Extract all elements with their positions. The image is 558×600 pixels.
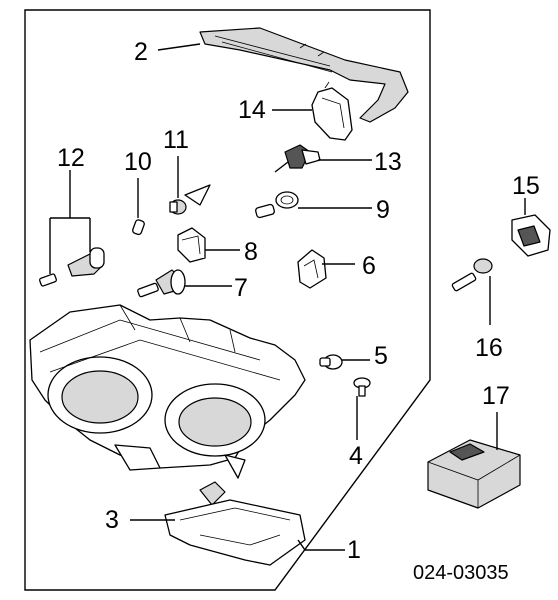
callout-13: 13 bbox=[374, 148, 402, 176]
callout-4: 4 bbox=[349, 442, 363, 470]
callout-8: 8 bbox=[244, 238, 258, 266]
callout-17: 17 bbox=[482, 382, 510, 410]
diagram-code: 024-03035 bbox=[413, 562, 509, 584]
part-14-bracket bbox=[311, 81, 353, 141]
part-6-bracket bbox=[297, 249, 327, 289]
callout-14: 14 bbox=[238, 96, 266, 124]
part-8-clip bbox=[177, 227, 206, 263]
part-7-main-bulb bbox=[137, 269, 186, 298]
part-5-small-bulb bbox=[319, 354, 343, 370]
part-13-socket bbox=[274, 144, 321, 173]
assembly-boundary bbox=[24, 9, 431, 591]
part-16-adjuster-screw bbox=[451, 258, 493, 292]
callout-3: 3 bbox=[105, 506, 119, 534]
part-15-clip bbox=[511, 214, 551, 257]
callout-6: 6 bbox=[362, 252, 376, 280]
callout-16: 16 bbox=[475, 334, 503, 362]
callout-2: 2 bbox=[134, 38, 148, 66]
part-11-bulb-holder bbox=[169, 184, 211, 215]
callout-15: 15 bbox=[512, 172, 540, 200]
part-4-screw bbox=[353, 377, 371, 397]
callout-5: 5 bbox=[374, 342, 388, 370]
part-3-lower-bracket bbox=[164, 481, 306, 566]
leader-lines bbox=[49, 43, 526, 551]
part-10-small-bulb bbox=[132, 219, 145, 236]
part-12-bulbs bbox=[39, 247, 105, 287]
callout-10: 10 bbox=[124, 148, 152, 176]
part-9-bulb-ring bbox=[255, 191, 299, 219]
part-17-control-unit bbox=[427, 439, 521, 509]
callout-7: 7 bbox=[234, 274, 248, 302]
part-2-top-trim bbox=[199, 27, 409, 123]
part-1-headlight-housing bbox=[29, 304, 306, 479]
callout-11: 11 bbox=[163, 126, 189, 154]
callout-12: 12 bbox=[57, 144, 85, 172]
callout-1: 1 bbox=[347, 536, 361, 564]
callout-9: 9 bbox=[376, 196, 390, 224]
